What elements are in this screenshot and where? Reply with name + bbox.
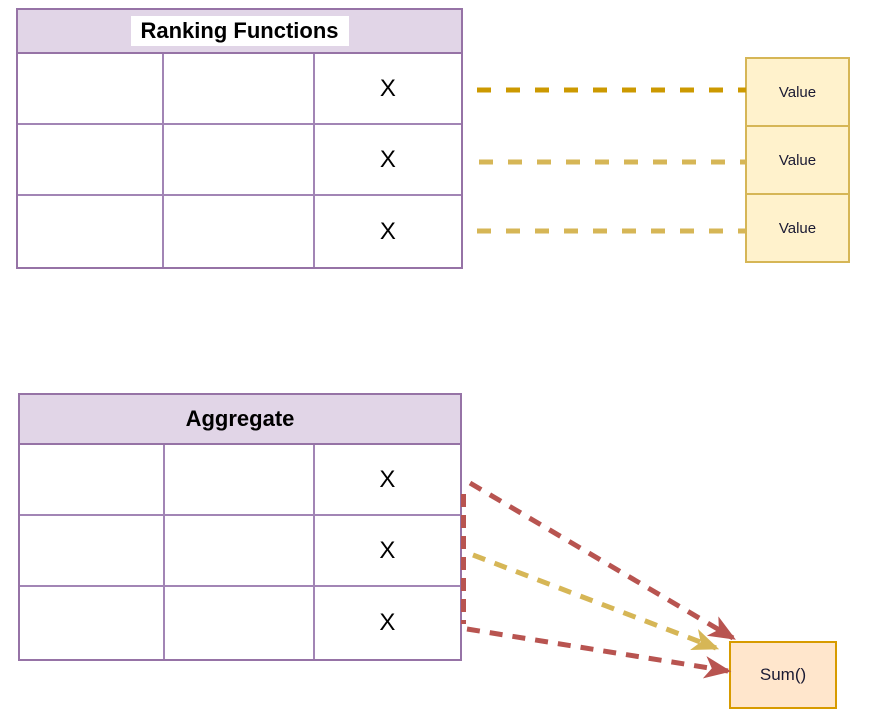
aggregate-header: Aggregate xyxy=(20,395,460,445)
table-cell-x: X xyxy=(379,74,396,102)
value-box-label: Value xyxy=(778,83,817,101)
value-box-label: Value xyxy=(778,219,817,237)
table-row: X xyxy=(18,196,461,267)
value-box: Value xyxy=(745,193,850,263)
table-cell xyxy=(165,516,315,585)
table-cell-x: X xyxy=(379,145,396,173)
connector-aggregate-row1-to-sum xyxy=(468,480,736,641)
table-row: X xyxy=(20,587,460,659)
aggregate-table: Aggregate X X X xyxy=(18,393,462,661)
table-cell xyxy=(164,54,315,123)
aggregate-title: Aggregate xyxy=(185,405,295,431)
table-cell xyxy=(164,196,315,267)
ranking-functions-header: Ranking Functions xyxy=(18,10,461,54)
value-box: Value xyxy=(745,57,850,127)
value-box: Value xyxy=(745,125,850,195)
table-cell-x: X xyxy=(379,217,396,245)
table-cell xyxy=(18,196,165,267)
table-row: X xyxy=(20,445,460,516)
table-row: X xyxy=(18,125,461,196)
table-row: X xyxy=(20,516,460,587)
table-cell-x: X xyxy=(379,609,396,636)
sum-box-label: Sum() xyxy=(759,665,807,684)
table-cell xyxy=(18,125,165,194)
value-box-stack: Value Value Value xyxy=(745,57,850,263)
table-cell xyxy=(165,587,315,659)
table-cell xyxy=(20,445,166,514)
ranking-functions-table: Ranking Functions X X X xyxy=(16,8,463,269)
table-cell xyxy=(165,445,315,514)
connector-aggregate-row3-to-sum xyxy=(466,626,732,679)
value-box-label: Value xyxy=(778,151,817,169)
table-cell-x: X xyxy=(379,465,396,493)
sum-box: Sum() xyxy=(729,641,837,709)
table-row: X xyxy=(18,54,461,125)
connector-aggregate-row2-to-sum xyxy=(472,552,720,651)
table-cell xyxy=(20,587,166,659)
table-cell xyxy=(164,125,315,194)
table-cell xyxy=(20,516,166,585)
table-cell xyxy=(18,54,165,123)
table-cell-x: X xyxy=(379,536,396,564)
ranking-functions-title: Ranking Functions xyxy=(130,15,349,47)
